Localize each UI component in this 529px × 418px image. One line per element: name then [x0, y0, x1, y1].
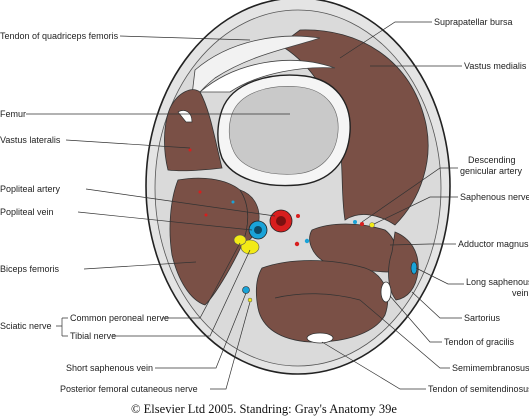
descending-genicular-vein	[353, 220, 357, 224]
leader-saphenous-nerve	[373, 196, 458, 225]
small-artery	[296, 214, 300, 218]
label-tibial-nerve: Tibial nerve	[70, 331, 116, 341]
biceps-femoris-muscle	[169, 177, 249, 306]
semimembranosus-muscle	[255, 260, 389, 343]
gracilis-tendon	[380, 281, 392, 303]
tibial-nerve	[240, 239, 260, 255]
leader-adductor-magnus	[389, 243, 456, 246]
label-popliteal-artery: Popliteal artery	[0, 184, 61, 194]
leader-popliteal-artery	[85, 188, 276, 217]
vessel-dot	[188, 148, 192, 152]
leader-tendon-gracilis	[389, 295, 442, 343]
label-descending-genicular-1: Descending	[468, 155, 516, 165]
leader-posterior-femoral-cutaneous	[210, 301, 251, 390]
label-tendon-semitendinosus: Tendon of semitendinosus	[428, 384, 529, 394]
leader-sartorius	[411, 291, 462, 319]
leader-sciatic-bracket	[56, 317, 68, 337]
femur-medulla	[228, 86, 339, 175]
leader-popliteal-vein	[77, 211, 253, 231]
label-descending-genicular-2: genicular artery	[460, 166, 523, 176]
lateral-intermuscular-septum	[177, 110, 193, 123]
label-suprapatellar-bursa: Suprapatellar bursa	[434, 17, 513, 27]
label-semimembranosus: Semimembranosus	[452, 363, 529, 373]
suprapatellar-bursa	[198, 60, 336, 93]
label-long-saphenous-1: Long saphenous	[466, 277, 529, 287]
label-tendon-quadriceps: Tendon of quadriceps femoris	[0, 31, 119, 41]
vessel-dot	[204, 213, 208, 217]
leader-biceps-femoris	[83, 261, 197, 270]
label-biceps-femoris: Biceps femoris	[0, 264, 60, 274]
popliteal-vein-lumen	[254, 226, 262, 234]
leader-suprapatellar-bursa	[339, 21, 432, 59]
label-sciatic-nerve: Sciatic nerve	[0, 321, 52, 331]
sartorius-muscle	[388, 231, 419, 301]
short-saphenous-vein	[242, 286, 250, 294]
leader-tendon-quadriceps	[119, 35, 251, 41]
muscle-septum-line	[274, 293, 361, 301]
leader-common-peroneal	[162, 242, 241, 319]
label-short-saphenous: Short saphenous vein	[66, 363, 153, 373]
leader-short-saphenous	[155, 292, 247, 369]
label-femur: Femur	[0, 109, 26, 119]
descending-genicular-artery	[360, 222, 364, 226]
label-posterior-femoral-cutaneous: Posterior femoral cutaneous nerve	[60, 384, 198, 394]
label-popliteal-vein: Popliteal vein	[0, 207, 54, 217]
leader-tendon-semitendinosus	[321, 341, 426, 390]
label-sartorius: Sartorius	[464, 313, 501, 323]
popliteal-artery-lumen	[276, 216, 286, 226]
vastus-lateralis-muscle	[164, 89, 223, 172]
vessel-dot	[231, 200, 235, 204]
leader-vastus-lateralis	[65, 139, 191, 149]
leader-descending-genicular	[361, 167, 458, 223]
saphenous-nerve	[369, 222, 375, 228]
leader-semimembranosus	[359, 299, 450, 369]
label-vastus-medialis: Vastus medialis	[464, 61, 527, 71]
vessel-dot	[198, 190, 202, 194]
semitendinosus-tendon	[306, 332, 334, 344]
label-tendon-gracilis: Tendon of gracilis	[444, 337, 515, 347]
posterior-femoral-cutaneous-nerve	[247, 297, 253, 303]
small-vein	[304, 238, 310, 244]
label-saphenous-nerve: Saphenous nerve	[460, 192, 529, 202]
leader-tibial-nerve	[112, 249, 251, 337]
common-peroneal-nerve	[233, 234, 247, 246]
small-artery-2	[294, 241, 300, 247]
label-adductor-magnus: Adductor magnus	[458, 239, 529, 249]
label-common-peroneal: Common peroneal nerve	[70, 313, 169, 323]
leader-long-saphenous	[415, 267, 464, 285]
copyright-footer: © Elsevier Ltd 2005. Standring: Gray's A…	[131, 402, 397, 416]
long-saphenous-vein	[410, 261, 418, 275]
label-long-saphenous-2: vein	[512, 288, 529, 298]
label-vastus-lateralis: Vastus lateralis	[0, 135, 61, 145]
